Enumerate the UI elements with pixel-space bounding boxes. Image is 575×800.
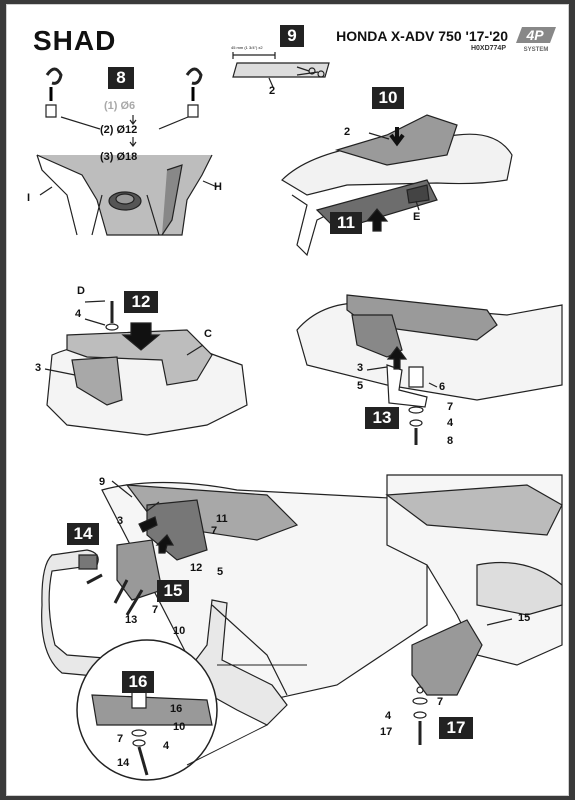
part-3-label-step14: 3: [117, 515, 124, 527]
4p-system-badge: 4P SYSTEM: [516, 25, 556, 53]
part-c-label: C: [204, 328, 212, 340]
part-e-label: E: [413, 211, 421, 223]
part-d-label: D: [77, 285, 85, 297]
step17-drawing: [387, 475, 562, 745]
step14-drawing: [42, 481, 427, 725]
step-14-label: 14: [67, 523, 99, 545]
step-12-label: 12: [124, 291, 158, 313]
part-16-label: 16: [170, 703, 183, 715]
model-title: HONDA X-ADV 750 '17-'20: [336, 28, 508, 44]
part-5-label-step13: 5: [357, 380, 364, 392]
svg-text:4P: 4P: [525, 27, 544, 43]
part-14-label: 14: [117, 757, 130, 769]
step12-drawing: [45, 301, 247, 435]
step-8-label: 8: [108, 67, 134, 89]
product-code: H0XD774P: [470, 45, 506, 52]
part-2-label-step10: 2: [344, 126, 351, 138]
step-17-label: 17: [439, 717, 473, 739]
part-6-label: 6: [439, 381, 446, 393]
step-9-label: 9: [280, 25, 304, 47]
part-7-label-step16: 7: [117, 733, 124, 745]
step-10-label: 10: [372, 87, 404, 109]
instruction-page: SHAD HONDA X-ADV 750 '17-'20 H0XD774P 4P…: [6, 4, 569, 796]
part-4-label-step12: 4: [75, 308, 82, 320]
part-17-label: 17: [380, 726, 393, 738]
part-8-label: 8: [447, 435, 454, 447]
part-3-label-step12: 3: [35, 362, 42, 374]
part-2-label-step9: 2: [269, 85, 276, 97]
step-13-label: 13: [365, 407, 399, 429]
part-9-label: 9: [99, 476, 106, 488]
strip-length-note: 45 mm (1 3/4") x2: [231, 45, 263, 50]
part-7-label-step15: 7: [152, 604, 159, 616]
part-13-label: 13: [125, 614, 138, 626]
step9-drawing: [233, 52, 329, 87]
part-7-label-step13: 7: [447, 401, 454, 413]
part-10-label-step16: 10: [173, 721, 186, 733]
part-4-label-step16: 4: [163, 740, 170, 752]
drill-diameter-1: (1) Ø6: [104, 100, 136, 112]
step-15-label: 15: [157, 580, 189, 602]
part-11-label: 11: [216, 513, 228, 525]
part-15-label: 15: [518, 612, 531, 624]
step-11-label: 11: [330, 212, 362, 234]
part-7-label-step14: 7: [211, 525, 218, 537]
part-4-label-step13: 4: [447, 417, 454, 429]
part-h-label: H: [214, 181, 222, 193]
step-16-label: 16: [122, 671, 154, 693]
step13-drawing: [297, 295, 562, 445]
step10-drawing: [282, 115, 512, 255]
part-7-label-step17: 7: [437, 696, 444, 708]
brand-logo: SHAD: [33, 25, 117, 56]
assembly-illustration: [7, 5, 569, 796]
svg-text:SYSTEM: SYSTEM: [524, 47, 549, 53]
drill-diameter-2: (2) Ø12: [100, 124, 138, 136]
part-i-label: I: [27, 192, 31, 204]
step16-drawing: [77, 640, 307, 780]
part-10-label-step14: 10: [173, 625, 186, 637]
step8-drawing: [37, 69, 217, 235]
part-4-label-step17: 4: [385, 710, 392, 722]
part-3-label-step13: 3: [357, 362, 364, 374]
drill-diameter-3: (3) Ø18: [100, 151, 138, 163]
part-5-label-step14: 5: [217, 566, 224, 578]
part-12-label: 12: [190, 562, 203, 574]
